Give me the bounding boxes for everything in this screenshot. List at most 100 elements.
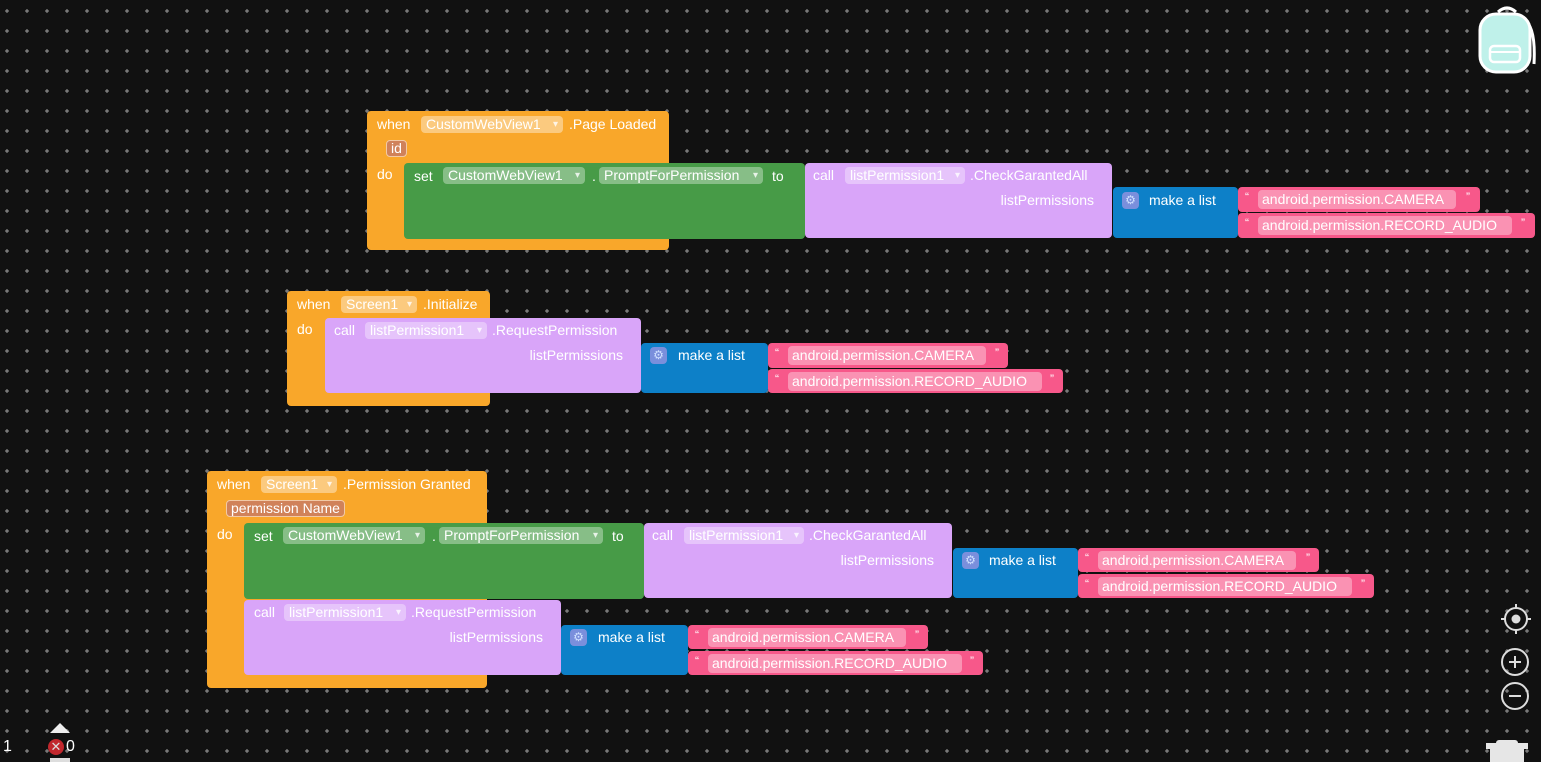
component-dropdown[interactable]: CustomWebView1 bbox=[443, 167, 585, 184]
call-method-block[interactable]: call listPermission1 .CheckGarantedAll l… bbox=[805, 163, 1112, 238]
error-icon[interactable]: ✕ bbox=[48, 739, 64, 755]
param-permission-name[interactable]: permission Name bbox=[226, 500, 345, 517]
gear-icon[interactable]: ⚙ bbox=[1122, 192, 1139, 209]
component-dropdown[interactable]: CustomWebView1 bbox=[283, 527, 425, 544]
method-name: .RequestPermission bbox=[492, 322, 618, 338]
warning-toggle-icon[interactable] bbox=[50, 723, 70, 733]
quote-open: “ bbox=[695, 628, 699, 642]
text-block[interactable]: “ android.permission.CAMERA ” bbox=[1238, 187, 1480, 212]
text-field[interactable]: android.permission.CAMERA bbox=[708, 628, 906, 647]
text-field[interactable]: android.permission.CAMERA bbox=[788, 346, 986, 365]
set-property-block[interactable]: set CustomWebView1 . PromptForPermission… bbox=[404, 163, 805, 239]
make-a-list-block[interactable]: ⚙ make a list bbox=[641, 343, 768, 393]
text-block[interactable]: “ android.permission.RECORD_AUDIO ” bbox=[1238, 213, 1535, 238]
arg-label: listPermissions bbox=[529, 347, 623, 363]
backpack-icon[interactable] bbox=[1476, 4, 1538, 74]
method-name: .RequestPermission bbox=[411, 604, 537, 620]
quote-open: “ bbox=[775, 346, 779, 360]
text-field[interactable]: android.permission.RECORD_AUDIO bbox=[708, 654, 962, 673]
method-name: .CheckGarantedAll bbox=[970, 167, 1088, 183]
quote-open: “ bbox=[1245, 190, 1249, 204]
quote-close: ” bbox=[1050, 372, 1054, 386]
call-label: call bbox=[334, 322, 356, 338]
make-a-list-block[interactable]: ⚙ make a list bbox=[953, 548, 1078, 598]
arg-label: listPermissions bbox=[449, 629, 543, 645]
make-list-label: make a list bbox=[1149, 192, 1216, 208]
text-block[interactable]: “ android.permission.CAMERA ” bbox=[1078, 548, 1319, 572]
to-label: to bbox=[772, 168, 784, 184]
arg-label: listPermissions bbox=[840, 552, 934, 568]
text-block[interactable]: “ android.permission.RECORD_AUDIO ” bbox=[688, 651, 983, 675]
quote-close: ” bbox=[1521, 216, 1525, 230]
do-label: do bbox=[217, 526, 233, 542]
quote-open: “ bbox=[775, 372, 779, 386]
text-block[interactable]: “ android.permission.CAMERA ” bbox=[768, 343, 1008, 368]
divider bbox=[50, 758, 70, 762]
dot-label: . bbox=[432, 528, 436, 544]
quote-close: ” bbox=[970, 654, 974, 668]
event-name: .Initialize bbox=[423, 296, 478, 312]
recenter-icon[interactable] bbox=[1500, 603, 1532, 635]
text-field[interactable]: android.permission.CAMERA bbox=[1258, 190, 1456, 209]
quote-close: ” bbox=[1306, 551, 1310, 565]
quote-close: ” bbox=[1361, 577, 1365, 591]
do-label: do bbox=[297, 321, 313, 337]
make-list-label: make a list bbox=[989, 552, 1056, 568]
quote-close: ” bbox=[995, 346, 999, 360]
event-name: .Page Loaded bbox=[569, 116, 657, 132]
set-label: set bbox=[414, 168, 433, 184]
zoom-out-icon[interactable] bbox=[1501, 682, 1529, 710]
do-label: do bbox=[377, 166, 393, 182]
param-id[interactable]: id bbox=[386, 140, 407, 157]
quote-open: “ bbox=[1085, 551, 1089, 565]
quote-close: ” bbox=[1466, 190, 1470, 204]
call-method-block[interactable]: call listPermission1 .RequestPermission … bbox=[325, 318, 641, 393]
warning-count[interactable]: 1 bbox=[3, 738, 12, 755]
text-block[interactable]: “ android.permission.RECORD_AUDIO ” bbox=[1078, 574, 1374, 598]
component-dropdown[interactable]: Screen1 bbox=[341, 296, 417, 313]
call-method-block[interactable]: call listPermission1 .CheckGarantedAll l… bbox=[644, 523, 952, 598]
make-list-label: make a list bbox=[598, 629, 665, 645]
event-name: .Permission Granted bbox=[343, 476, 471, 492]
when-label: when bbox=[377, 116, 411, 132]
component-dropdown[interactable]: CustomWebView1 bbox=[421, 116, 563, 133]
arg-label: listPermissions bbox=[1000, 192, 1094, 208]
quote-open: “ bbox=[1245, 216, 1249, 230]
quote-open: “ bbox=[695, 654, 699, 668]
text-field[interactable]: android.permission.RECORD_AUDIO bbox=[1258, 216, 1512, 235]
text-block[interactable]: “ android.permission.CAMERA ” bbox=[688, 625, 928, 649]
set-label: set bbox=[254, 528, 273, 544]
error-count[interactable]: 0 bbox=[66, 738, 75, 755]
gear-icon[interactable]: ⚙ bbox=[570, 629, 587, 646]
call-label: call bbox=[254, 604, 276, 620]
gear-icon[interactable]: ⚙ bbox=[650, 347, 667, 364]
make-a-list-block[interactable]: ⚙ make a list bbox=[561, 625, 688, 675]
set-property-block[interactable]: set CustomWebView1 . PromptForPermission… bbox=[244, 523, 644, 599]
property-dropdown[interactable]: PromptForPermission bbox=[439, 527, 603, 544]
call-label: call bbox=[652, 527, 674, 543]
component-dropdown[interactable]: listPermission1 bbox=[284, 604, 406, 621]
gear-icon[interactable]: ⚙ bbox=[962, 552, 979, 569]
when-label: when bbox=[217, 476, 251, 492]
to-label: to bbox=[612, 528, 624, 544]
text-field[interactable]: android.permission.RECORD_AUDIO bbox=[788, 372, 1042, 391]
quote-open: “ bbox=[1085, 577, 1089, 591]
component-dropdown[interactable]: Screen1 bbox=[261, 476, 337, 493]
text-block[interactable]: “ android.permission.RECORD_AUDIO ” bbox=[768, 369, 1063, 393]
call-label: call bbox=[813, 167, 835, 183]
make-a-list-block[interactable]: ⚙ make a list bbox=[1113, 187, 1238, 238]
property-dropdown[interactable]: PromptForPermission bbox=[599, 167, 763, 184]
make-list-label: make a list bbox=[678, 347, 745, 363]
trash-icon[interactable] bbox=[1486, 740, 1528, 762]
component-dropdown[interactable]: listPermission1 bbox=[684, 527, 804, 544]
text-field[interactable]: android.permission.RECORD_AUDIO bbox=[1098, 577, 1352, 596]
quote-close: ” bbox=[915, 628, 919, 642]
component-dropdown[interactable]: listPermission1 bbox=[365, 322, 487, 339]
text-field[interactable]: android.permission.CAMERA bbox=[1098, 551, 1296, 570]
method-name: .CheckGarantedAll bbox=[809, 527, 927, 543]
component-dropdown[interactable]: listPermission1 bbox=[845, 167, 965, 184]
when-label: when bbox=[297, 296, 331, 312]
call-method-block[interactable]: call listPermission1 .RequestPermission … bbox=[244, 600, 561, 675]
dot-label: . bbox=[592, 168, 596, 184]
zoom-in-icon[interactable] bbox=[1501, 648, 1529, 676]
